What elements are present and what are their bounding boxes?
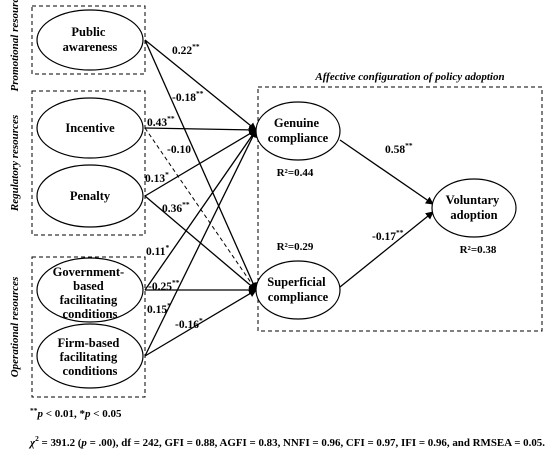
node-voluntary-adoption <box>431 178 517 238</box>
coef-inc-sup: -0.10 <box>167 144 191 156</box>
coef-sup-vol: -0.17** <box>372 228 404 243</box>
model-fit-note: χ2 = 391.2 (p = .00), df = 242, GFI = 0.… <box>28 434 545 449</box>
path-line-sup-vol <box>339 211 434 288</box>
coef-pa-gen: -0.18** <box>172 89 204 104</box>
coef-gov-sup: -0.25** <box>148 278 180 293</box>
operational-group-label: Operational resources <box>9 277 21 378</box>
node-label-genuine-compliance: Genuine compliance <box>268 116 329 145</box>
r2-voluntary: R²=0.38 <box>460 244 497 256</box>
node-label-voluntary-adoption: Voluntary adoption <box>446 193 503 222</box>
node-label-firm-facilitating: Firm-based facilitating conditions <box>58 336 123 378</box>
r2-genuine: R²=0.44 <box>277 167 314 179</box>
node-penalty <box>36 164 144 228</box>
coef-pa-sup: 0.22** <box>172 42 200 57</box>
regulatory-group-box <box>31 90 146 236</box>
node-label-superficial-compliance: Superficial compliance <box>267 275 328 304</box>
coef-pen-gen: 0.13* <box>145 170 169 185</box>
coef-gen-vol: 0.58** <box>385 141 413 156</box>
path-line-pa-sup <box>144 39 257 291</box>
operational-group-box <box>31 256 146 398</box>
regulatory-group-label: Regulatory resources <box>9 115 21 212</box>
path-line-gen-vol <box>339 139 434 205</box>
path-line-firm-sup <box>144 289 257 357</box>
coef-firm-gen: 0.15* <box>147 301 171 316</box>
node-incentive <box>36 97 144 159</box>
coef-pen-sup: 0.36** <box>162 200 190 215</box>
path-line-pa-gen <box>144 39 257 131</box>
significance-note: **p < 0.01, *p < 0.05 <box>30 406 122 420</box>
coef-firm-sup: -0.16* <box>175 316 203 331</box>
node-label-incentive: Incentive <box>65 121 115 135</box>
node-gov-facilitating <box>36 257 144 323</box>
node-superficial-compliance <box>255 260 341 320</box>
promotional-group-label: Promotional resources <box>9 0 21 91</box>
path-line-gov-gen <box>144 129 257 291</box>
configuration-group-label: Affective configuration of policy adopti… <box>314 71 504 83</box>
coef-gov-gen: 0.11* <box>146 243 170 258</box>
r2-superficial: R²=0.29 <box>277 241 314 253</box>
node-label-penalty: Penalty <box>70 189 111 203</box>
configuration-group-box <box>257 86 543 332</box>
path-line-pen-gen <box>144 129 257 197</box>
coef-inc-gen: 0.43** <box>147 114 175 129</box>
node-public-awareness <box>36 9 144 71</box>
node-genuine-compliance <box>255 101 341 161</box>
path-line-firm-gen <box>144 129 257 357</box>
node-label-gov-facilitating: Government- based facilitating condition… <box>53 265 128 321</box>
path-line-inc-gen <box>144 125 257 134</box>
node-firm-facilitating <box>36 323 144 389</box>
node-label-public-awareness: Public awareness <box>63 25 118 54</box>
